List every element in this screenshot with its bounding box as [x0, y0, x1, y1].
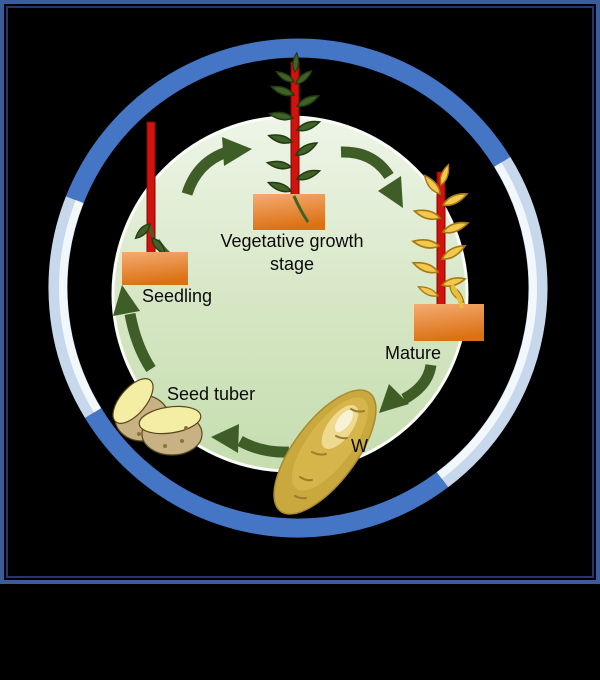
vegetative-basal-shoot: [292, 195, 310, 223]
cycle-ring: [48, 38, 548, 538]
arrow-seedling-to-vegetative: [181, 137, 252, 196]
ware-potato: [273, 389, 377, 515]
vegetative-plant: [265, 51, 322, 193]
life-cycle-diagram: [48, 38, 548, 538]
ring-pale-right-highlight: [436, 162, 537, 479]
label-vegetative-line1: Vegetative growth: [220, 231, 364, 251]
arrow-seed-tuber-to-seedling: [113, 285, 156, 373]
label-mature: Mature: [385, 343, 442, 363]
ring-segment-pale-right: [436, 156, 548, 488]
ring-pale-left-highlight: [59, 200, 101, 413]
diagram-frame-inner: [6, 6, 594, 578]
mature-soil-box: [414, 304, 484, 341]
arrow-ware-tuber-to-seed-tuber: [211, 424, 290, 458]
ring-segment-blue-top: [65, 38, 511, 204]
ring-segment-blue-bottom: [84, 408, 449, 538]
label-vegetative-growth-stage: Vegetative growth stage: [203, 230, 381, 276]
seedling-soil-box: [122, 252, 188, 285]
seed-tuber-half-front: [138, 405, 203, 456]
vegetative-soil-box: [253, 194, 325, 230]
arrow-mature-to-ware-tuber: [379, 363, 437, 413]
label-ware-tuber: W: [351, 436, 368, 456]
seed-tuber-halves: [112, 378, 203, 456]
soil-boxes: [122, 194, 484, 341]
label-seedling: Seedling: [142, 286, 213, 306]
mature-drooping-leaf: [450, 283, 464, 309]
diagram-frame: [0, 0, 600, 584]
label-seed-tuber: Seed tuber: [167, 384, 256, 404]
cycle-arrows: [113, 137, 437, 458]
arrow-vegetative-to-mature: [340, 146, 403, 208]
ring-segment-pale-left: [48, 196, 102, 418]
label-vegetative-line2: stage: [269, 254, 315, 274]
